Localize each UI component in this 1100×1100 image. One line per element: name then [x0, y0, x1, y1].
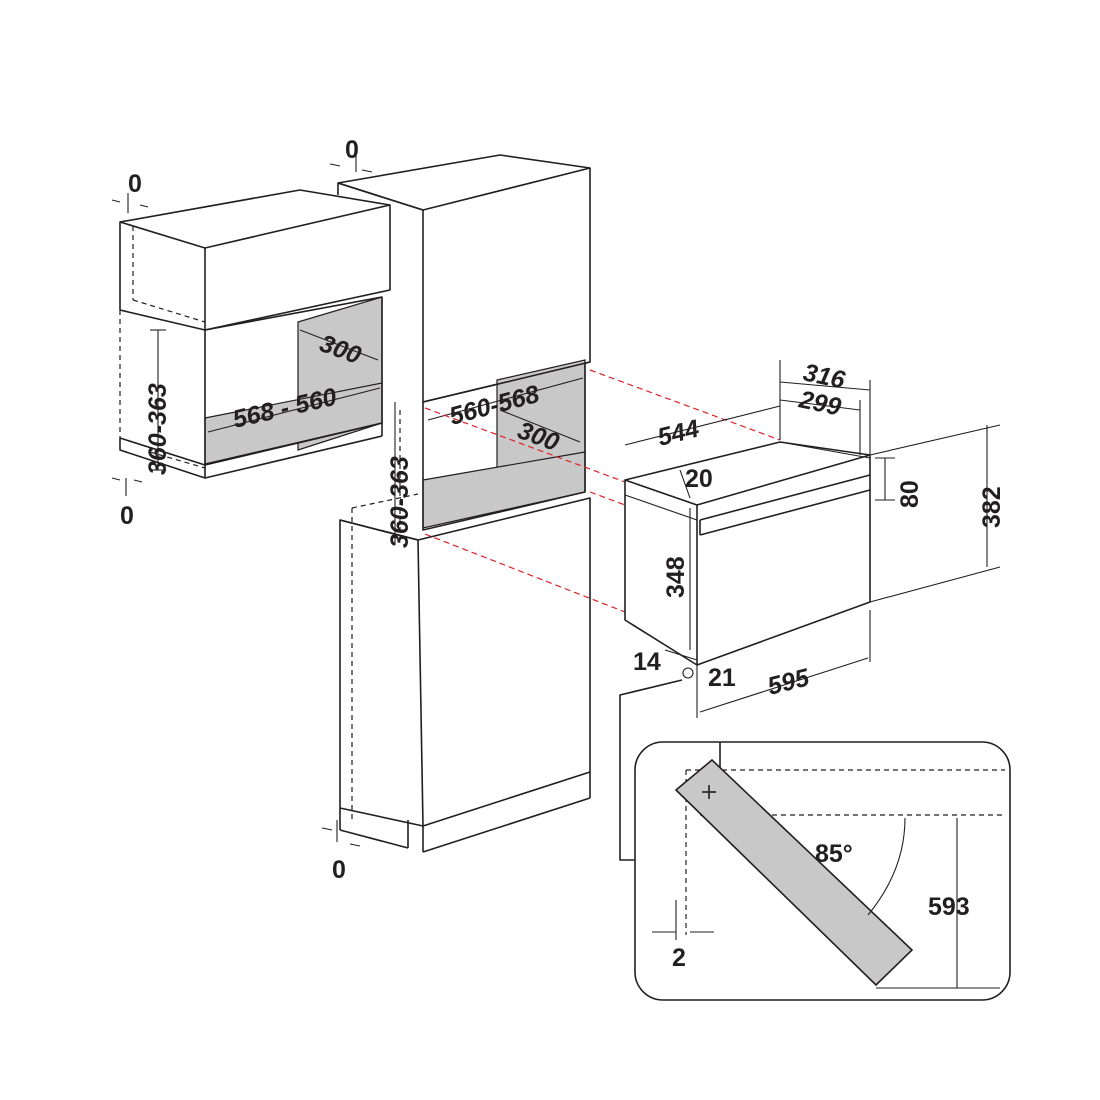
wall-cabinet	[111, 189, 391, 496]
dim-door-gap: 2	[672, 944, 686, 972]
door-detail	[619, 679, 1011, 1001]
tall-cabinet	[321, 150, 591, 853]
dim-oven-width: 595	[765, 663, 813, 701]
dim-oven-front-offset: 20	[685, 465, 713, 493]
oven	[624, 360, 1001, 718]
dim-oven-body-width: 544	[655, 415, 702, 452]
dim-wall-cab-top-gap: 0	[128, 170, 142, 198]
dim-oven-base-offset: 14	[633, 648, 661, 676]
dim-tall-cab-bottom-gap: 0	[332, 856, 346, 884]
dim-door-clearance: 593	[928, 893, 970, 921]
alignment-guides	[424, 369, 781, 613]
dim-oven-body-height: 348	[662, 556, 690, 598]
dim-oven-side-offset: 21	[708, 664, 736, 692]
dim-wall-cab-bottom-gap: 0	[120, 502, 134, 530]
dim-door-angle: 85°	[815, 840, 853, 868]
dim-tall-cab-top-gap: 0	[345, 136, 359, 164]
dim-oven-total-height: 382	[978, 486, 1006, 528]
dim-tall-cab-height: 360-363	[386, 456, 414, 548]
dim-oven-panel-height: 80	[896, 480, 924, 508]
dim-wall-cab-height: 360-363	[144, 383, 172, 475]
